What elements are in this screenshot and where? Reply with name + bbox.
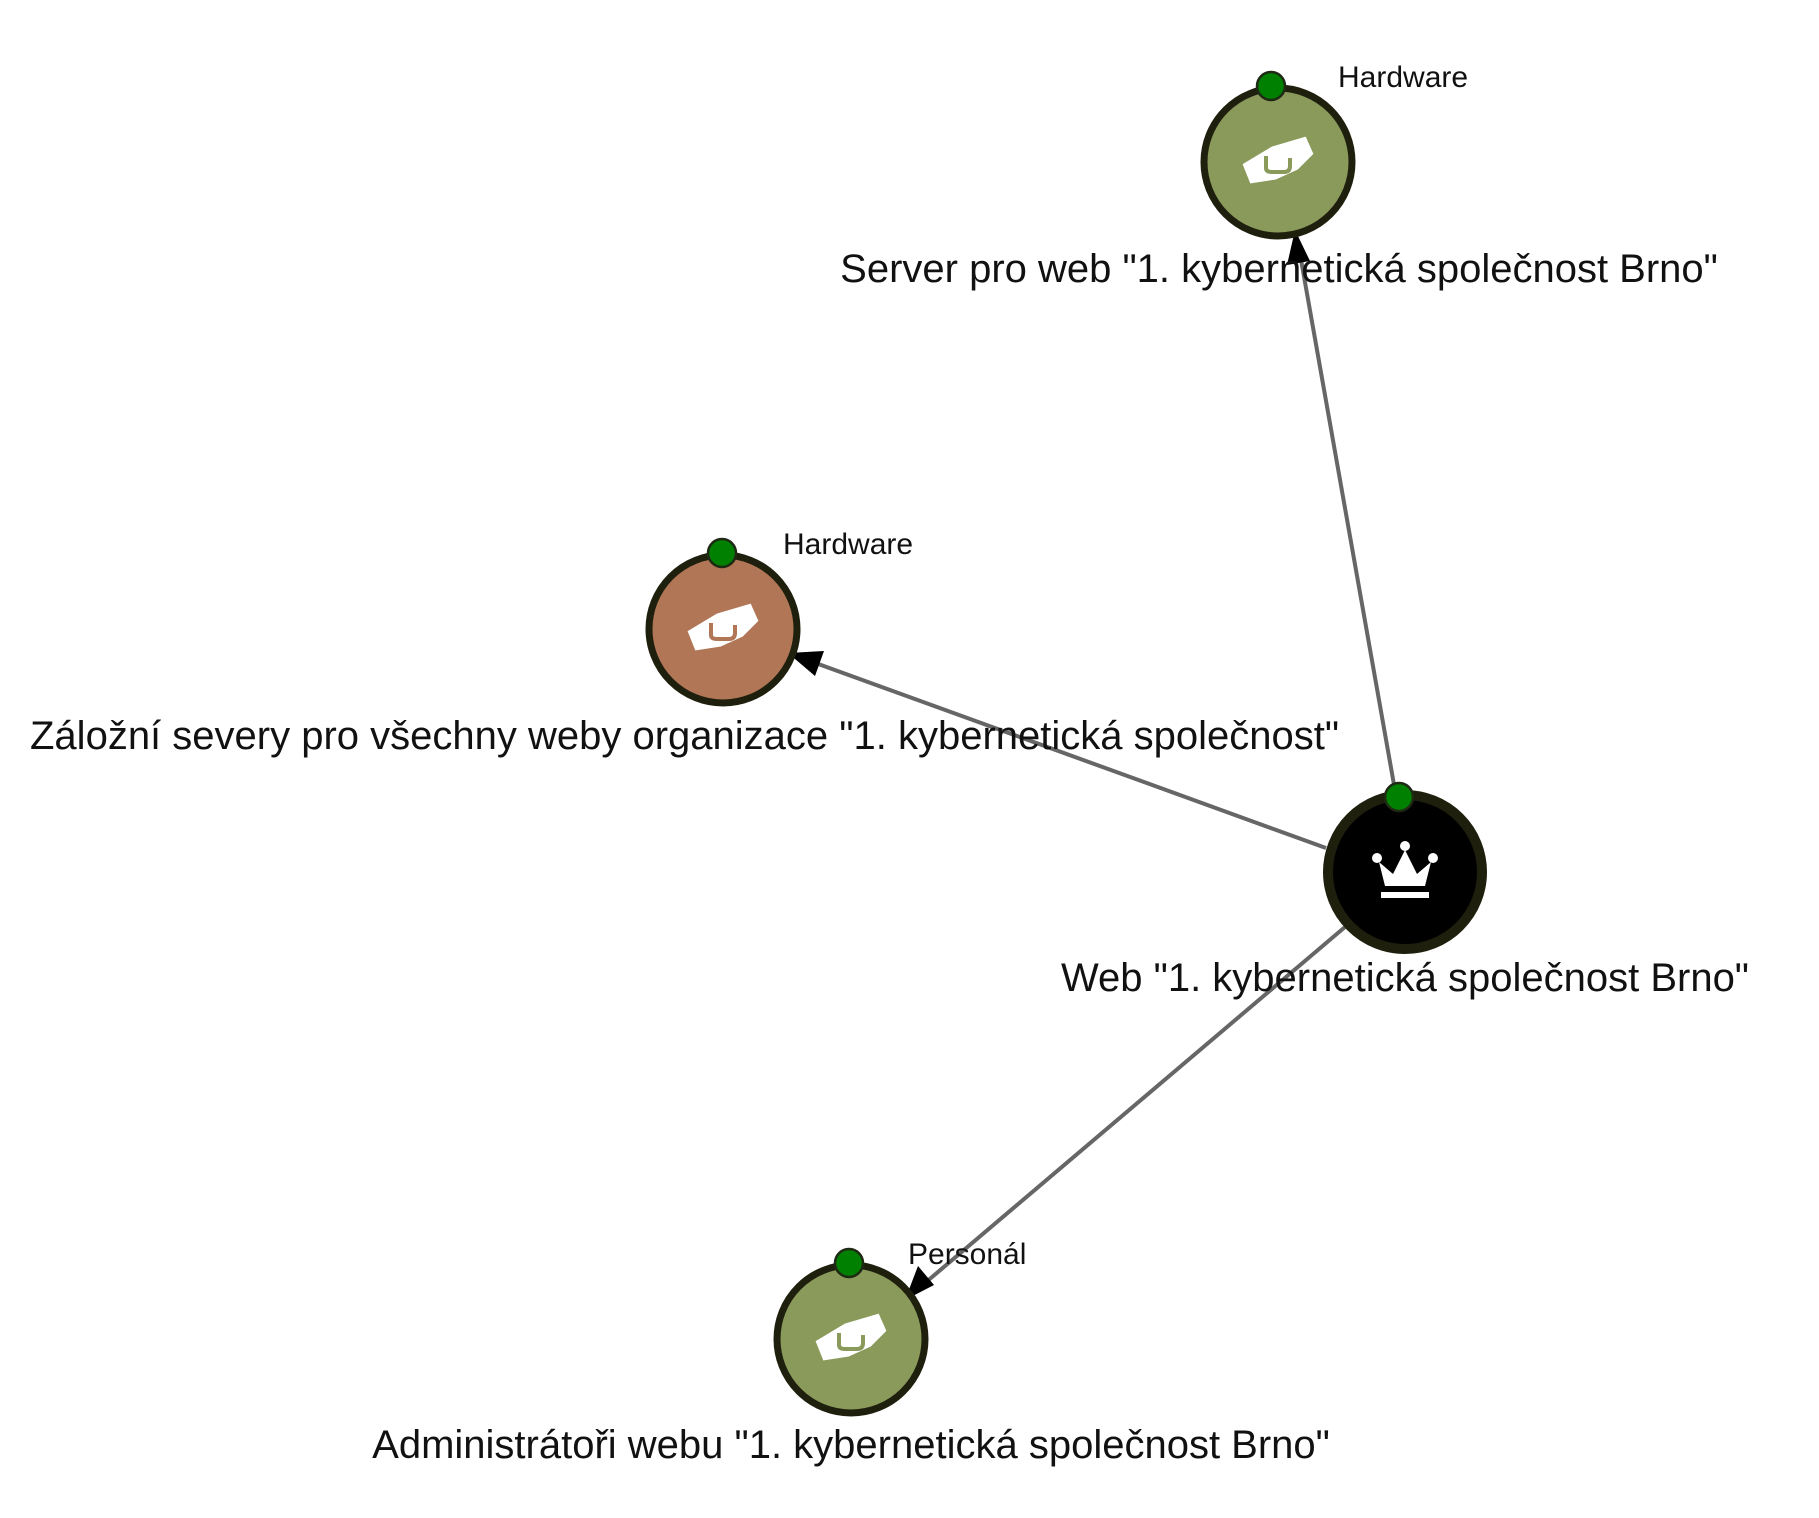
- edge-web-to-server: [1287, 230, 1398, 797]
- status-indicator: [833, 1247, 865, 1279]
- node-type-label: Personál: [908, 1238, 1026, 1271]
- edges-layer: [788, 230, 1398, 1300]
- node-title: Web "1. kybernetická společnost Brno": [1061, 956, 1749, 1000]
- edge-web-to-admins: [905, 925, 1347, 1300]
- node-server[interactable]: Hardware Server pro web "1. kybernetická…: [840, 61, 1718, 291]
- node-admins[interactable]: Personál Administrátoři webu "1. kyberne…: [372, 1238, 1330, 1467]
- node-backup[interactable]: Hardware Záložní severy pro všechny weby…: [30, 528, 1339, 758]
- status-indicator: [1383, 781, 1415, 813]
- node-web[interactable]: Web "1. kybernetická společnost Brno": [1061, 781, 1749, 1000]
- node-title: Server pro web "1. kybernetická společno…: [840, 247, 1718, 291]
- status-indicator: [706, 537, 738, 569]
- node-title: Administrátoři webu "1. kybernetická spo…: [372, 1423, 1330, 1467]
- node-type-label: Hardware: [1338, 61, 1468, 94]
- node-title: Záložní severy pro všechny weby organiza…: [30, 714, 1339, 758]
- node-type-label: Hardware: [783, 528, 913, 561]
- edge-web-to-backup: [788, 651, 1327, 850]
- status-indicator: [1255, 70, 1287, 102]
